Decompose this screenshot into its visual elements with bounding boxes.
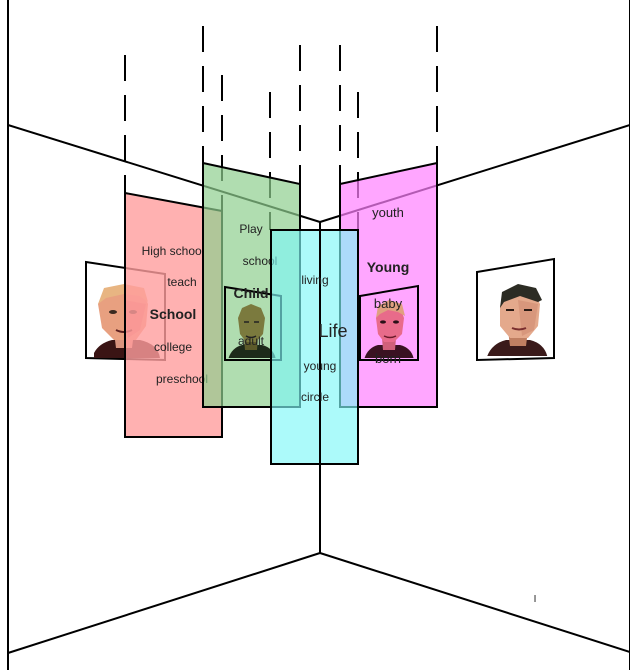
panel-school-shape: [124, 191, 223, 438]
panel-school-title: School: [150, 306, 197, 322]
panel-child-title: Child: [234, 285, 269, 301]
panel-life-word: circle: [301, 390, 329, 404]
portrait-frame-right: [476, 257, 555, 362]
panel-school-word: teach: [167, 275, 196, 289]
hanging-strings: [124, 26, 438, 230]
corner-mark: I: [534, 594, 537, 605]
panel-life-title: Life: [318, 321, 347, 341]
panel-young-word: born: [375, 351, 401, 366]
face-portrait-bald: [228, 304, 276, 358]
panel-young-word: youth: [372, 205, 404, 220]
panel-life: living Life young circle: [270, 229, 359, 465]
panel-child-word: Play: [239, 222, 262, 236]
portrait-frame-young: [359, 284, 419, 361]
panel-school-word: preschool: [156, 372, 208, 386]
face-portrait-dark-hair: [487, 284, 548, 356]
panel-child-word: adult: [238, 334, 265, 348]
face-portrait-pink: [364, 300, 414, 358]
panel-young-word: baby: [374, 296, 403, 311]
panel-school-word: High school: [142, 244, 205, 258]
panel-school-word: college: [154, 340, 192, 354]
panel-life-shape: [270, 229, 359, 465]
panel-school: High school teach School college prescho…: [124, 191, 223, 438]
panel-life-word: living: [301, 273, 328, 287]
panel-life-word: young: [304, 359, 337, 373]
panel-young-title: Young: [367, 259, 410, 275]
panel-child-word: school: [243, 254, 278, 268]
